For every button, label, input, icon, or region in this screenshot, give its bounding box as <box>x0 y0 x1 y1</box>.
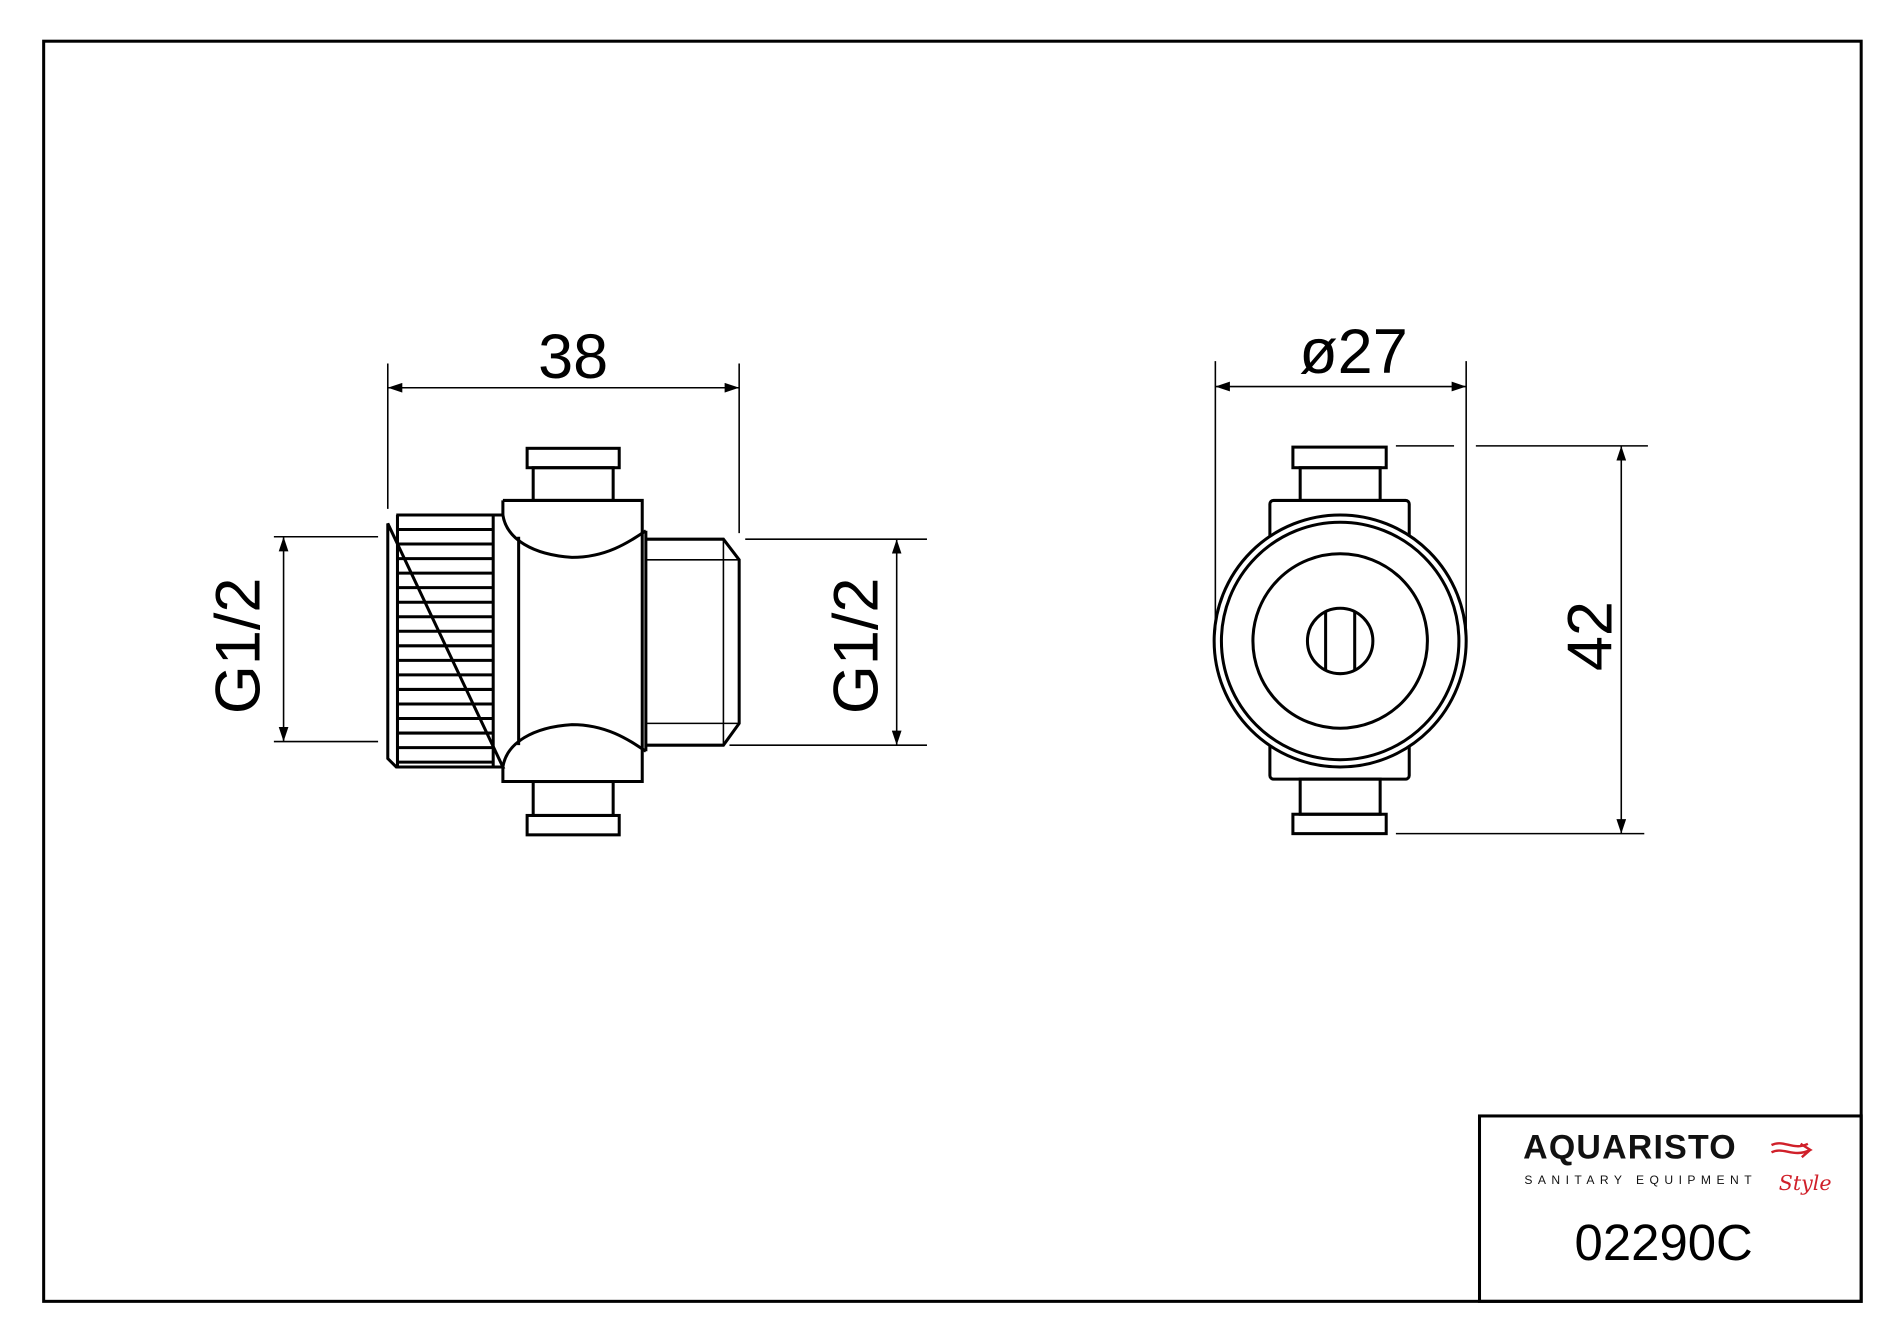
body-top-saddle <box>501 514 647 559</box>
title-block: AQUARISTO SANITARY EQUIPMENT Style 02290… <box>1477 1114 1863 1303</box>
length-dimension: 38 <box>538 322 608 392</box>
stem-hole <box>1305 606 1375 676</box>
side-view: 38 G1/2 G1/2 <box>203 322 927 837</box>
top-stem <box>531 466 615 502</box>
knurled-nut <box>386 513 506 769</box>
logo-tagline: SANITARY EQUIPMENT <box>1524 1173 1757 1187</box>
diameter-dimension: ø27 <box>1299 317 1408 387</box>
logo-brand: AQUARISTO <box>1523 1128 1737 1166</box>
bottom-stem <box>531 780 615 817</box>
end-view: ø27 42 <box>1212 317 1648 836</box>
right-thread-dimension: G1/2 <box>821 578 891 715</box>
top-flange <box>525 446 621 470</box>
top-stem <box>1298 466 1382 502</box>
bottom-flange <box>525 813 621 837</box>
part-number: 02290C <box>1575 1214 1753 1271</box>
body-bottom-saddle <box>501 723 647 768</box>
brand-logo: AQUARISTO SANITARY EQUIPMENT Style <box>1523 1128 1831 1195</box>
height-dimension: 42 <box>1556 601 1626 671</box>
logo-script: Style <box>1779 1171 1832 1195</box>
drawing-border <box>42 39 1863 1303</box>
threaded-nipple <box>645 537 741 747</box>
inner-ring <box>1251 552 1429 730</box>
bottom-stem <box>1298 777 1382 816</box>
top-flange <box>1291 445 1388 470</box>
bottom-flange <box>1291 812 1388 836</box>
left-thread-dimension: G1/2 <box>203 578 273 715</box>
logo-arrow-icon <box>1770 1142 1813 1159</box>
body-outline <box>501 498 644 784</box>
knurl-lines <box>397 527 494 764</box>
outer-ring <box>1212 513 1468 769</box>
